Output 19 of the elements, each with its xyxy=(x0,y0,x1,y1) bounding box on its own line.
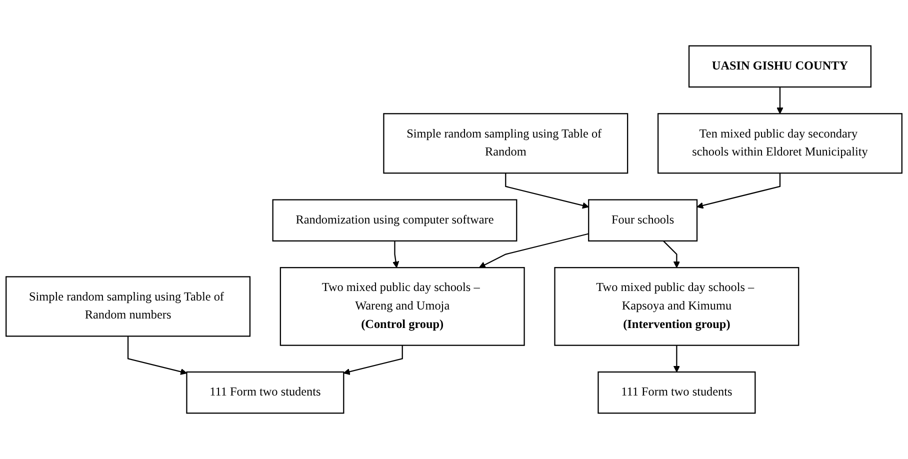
node-box: Randomization using computer software xyxy=(272,199,518,242)
node-box: UASIN GISHU COUNTY xyxy=(688,45,872,88)
arrow xyxy=(478,233,589,268)
node-box: Ten mixed public day secondary schools within Eldoret Municipality xyxy=(657,113,902,174)
arrow xyxy=(127,336,188,375)
node-box: Two mixed public day schools – Kapsoya and Kimumu (Intervention group) xyxy=(554,267,800,346)
arrow xyxy=(505,173,589,209)
node-box: Four schools xyxy=(588,199,698,242)
arrow xyxy=(392,240,400,268)
node-box: Two mixed public day schools – Wareng and Umoja (Control group) xyxy=(280,267,525,346)
node-box: Simple random sampling using Table of Random numbers xyxy=(6,276,251,337)
node-box: Simple random sampling using Table of Random xyxy=(383,113,628,174)
arrow xyxy=(696,173,781,209)
arrow xyxy=(343,345,403,375)
node-box: 111 Form two students xyxy=(598,371,756,414)
node-box: 111 Form two students xyxy=(186,371,344,414)
arrow xyxy=(673,345,680,372)
arrow xyxy=(776,87,784,114)
arrow xyxy=(662,240,680,268)
